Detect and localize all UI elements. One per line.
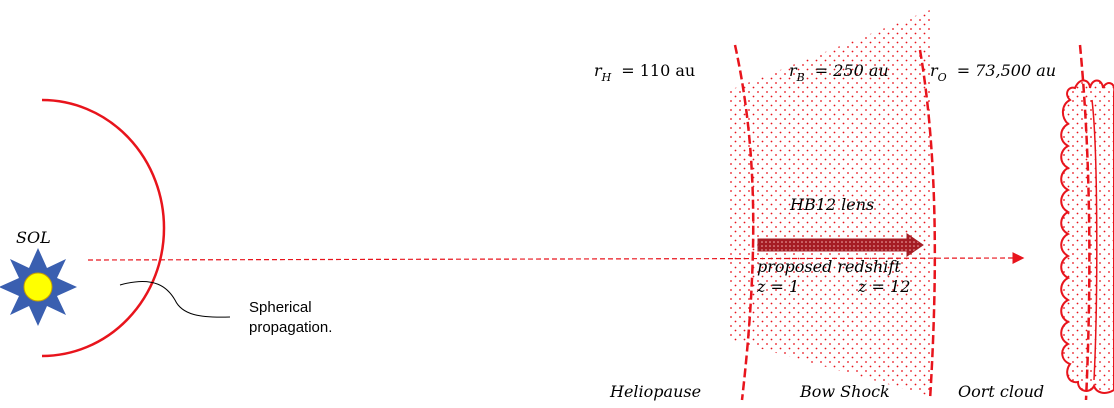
oort-cloud-shape xyxy=(1060,79,1114,394)
z-end-label: z = 12 xyxy=(857,277,910,296)
heliopause-boundary xyxy=(733,44,755,401)
sun-icon xyxy=(0,248,77,326)
lens-label: HB12 lens xyxy=(789,195,874,214)
bow-shock-boundary xyxy=(918,49,937,401)
redshift-label: proposed redshift xyxy=(757,257,901,276)
z-start-label: z = 1 xyxy=(756,277,799,296)
light-ray xyxy=(87,252,1025,265)
sun-label: SOL xyxy=(16,228,51,247)
heliopause-label: Heliopause xyxy=(609,382,701,401)
bow-shock-radius-label: rB= 250 au xyxy=(789,61,889,84)
spherical-propagation-arc xyxy=(41,98,166,358)
heliopause-radius-label: rH= 110 au xyxy=(594,61,695,84)
oort-cloud-label: Oort cloud xyxy=(958,382,1044,401)
redshift-arrow xyxy=(757,233,924,257)
annotation-label-line2: propagation. xyxy=(249,319,332,336)
oort-radius-label: rO= 73,500 au xyxy=(930,61,1056,84)
annotation-label-line1: Spherical xyxy=(249,299,312,316)
bow-shock-region xyxy=(730,10,930,396)
annotation-leader-line xyxy=(119,280,231,318)
bow-shock-label: Bow Shock xyxy=(799,382,890,401)
